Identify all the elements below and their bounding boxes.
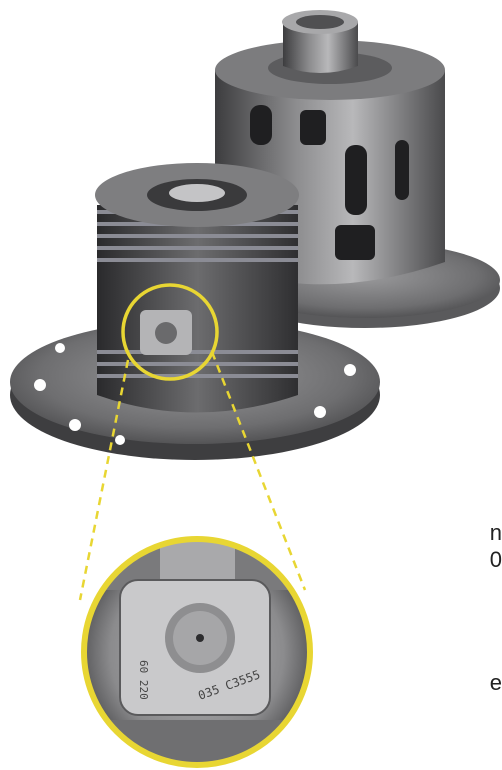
connector-line-right [210, 351, 307, 591]
edge-text-fragment-3: e [489, 670, 502, 695]
edge-text-fragment-2: 0 [489, 547, 502, 572]
clutch-pack-front [10, 163, 380, 460]
highlight-ring [121, 283, 219, 381]
zoom-inset-ring [81, 536, 313, 768]
connector-line-left [78, 359, 130, 601]
zoom-inset: 60 220 035 C3555 [81, 536, 313, 768]
inset-stamp-top: 60 220 [137, 660, 150, 700]
edge-text-fragment-1: n [489, 520, 502, 545]
